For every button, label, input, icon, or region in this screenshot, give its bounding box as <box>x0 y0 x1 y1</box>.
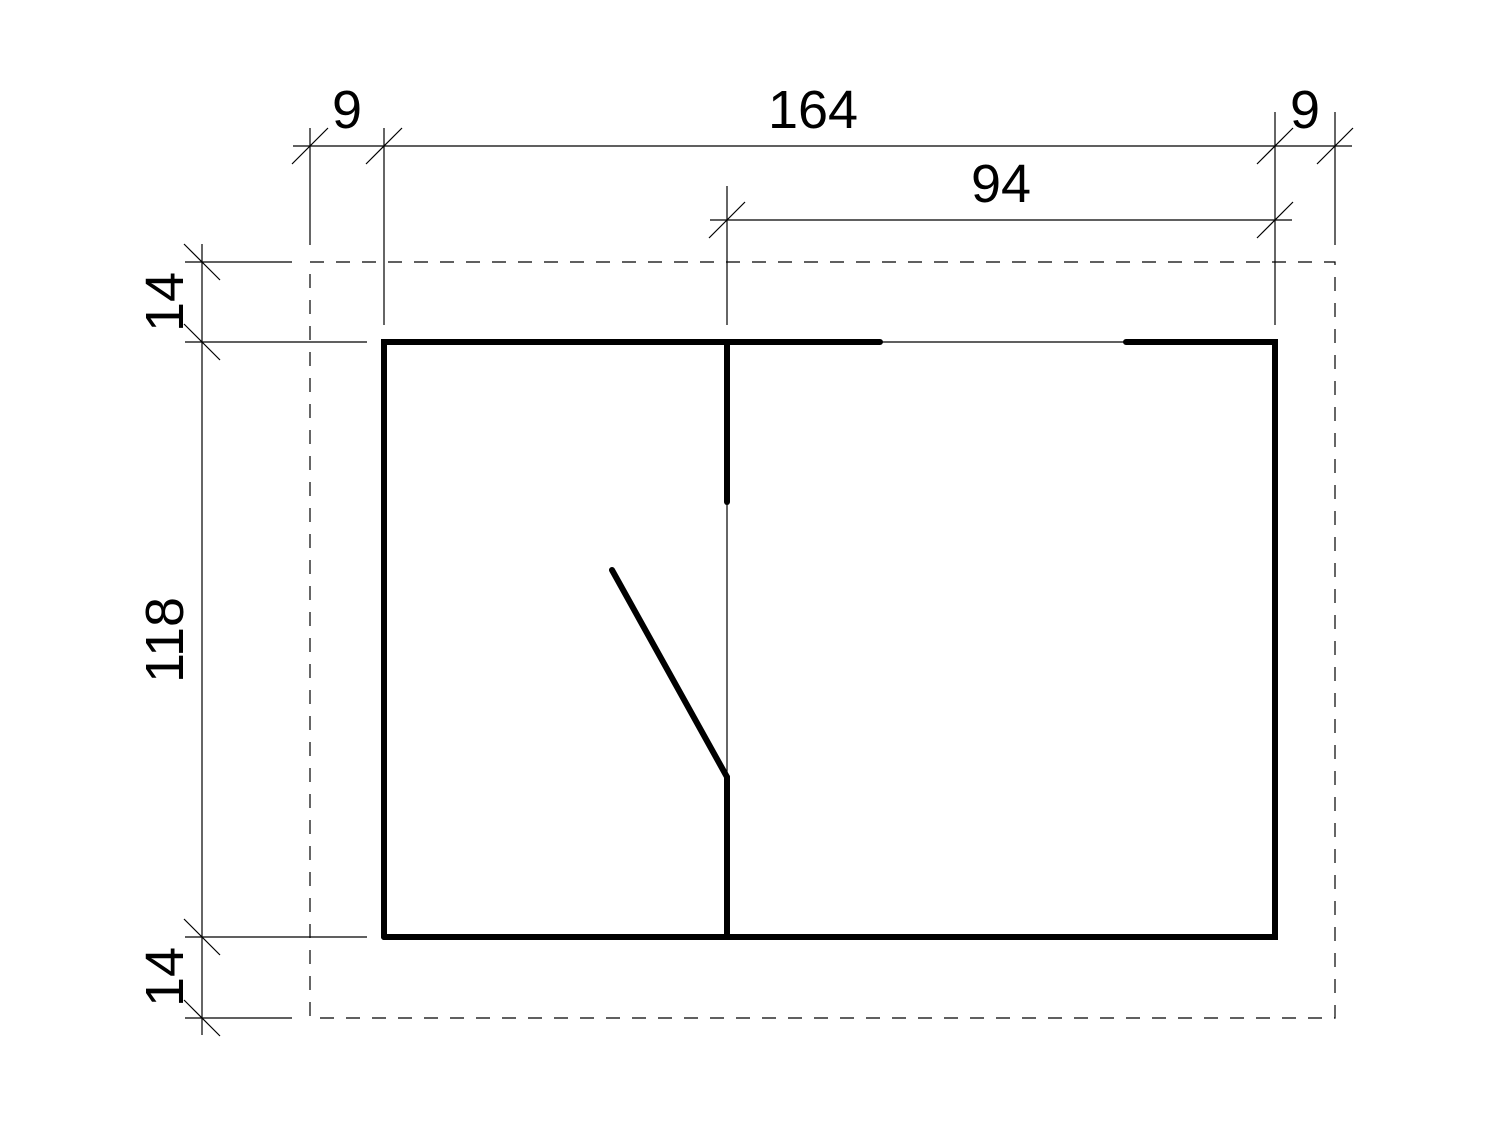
dim-overall-height: 118 <box>135 597 195 683</box>
partial-dimension-line <box>708 186 1294 325</box>
dim-partial-width: 94 <box>971 154 1031 214</box>
dim-top-right-margin: 9 <box>1290 80 1320 140</box>
dim-overall-width: 164 <box>768 80 858 140</box>
dim-top-left-margin: 9 <box>332 80 362 140</box>
dim-left-bottom-margin: 14 <box>135 947 195 1007</box>
door-leaf <box>609 567 730 780</box>
top-dimension-chain <box>291 112 1354 325</box>
outer-dashed-boundary <box>309 261 1336 1019</box>
left-dimension-chain <box>183 243 367 1037</box>
dim-left-top-margin: 14 <box>135 272 195 332</box>
walls <box>381 339 1278 940</box>
